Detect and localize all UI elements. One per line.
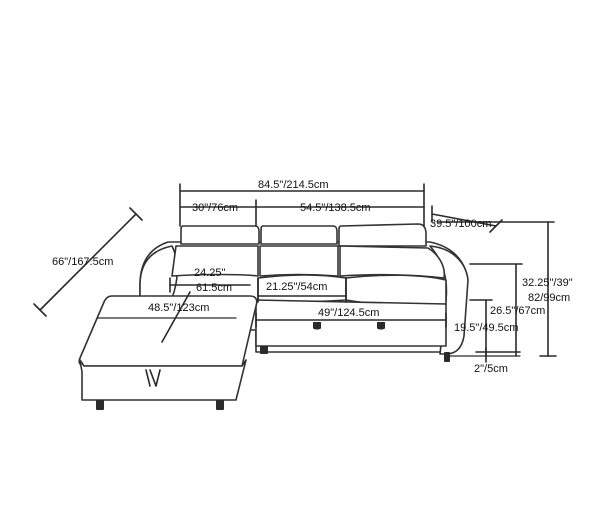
label-chaise-length: 66"/167.5cm: [52, 256, 113, 268]
dimension-labels: 84.5"/214.5cm 30"/76cm 54.5"/138.5cm 39.…: [52, 179, 573, 375]
dimension-lines: [33, 183, 557, 363]
label-arm-height: 26.5"/67cm: [490, 305, 545, 317]
label-leg-height: 2"/5cm: [474, 363, 508, 375]
leg-front-left: [96, 400, 104, 410]
label-chaise-seat-depth-cm: 61.5cm: [196, 282, 232, 294]
left-arm: [139, 245, 179, 301]
leg-right: [444, 352, 450, 362]
back-cushion-middle: [259, 245, 339, 277]
front-rail: [255, 299, 447, 347]
back-cushion-right: [339, 245, 446, 279]
label-chaise-seat-depth-in: 24.25": [194, 267, 226, 279]
label-total-width: 84.5"/214.5cm: [258, 179, 329, 191]
headrest-left: [180, 225, 260, 245]
chaise-base: [79, 359, 247, 401]
label-section-b-width: 54.5"/138.5cm: [300, 202, 371, 214]
front-rail-handle-left: [313, 322, 321, 330]
label-section-a-width: 30"/76cm: [192, 202, 238, 214]
front-rail-handle-right: [377, 322, 385, 330]
label-chaise-width: 48.5"/123cm: [148, 302, 209, 314]
leg-front-right: [216, 400, 224, 410]
chaise-storage-bracket: [145, 369, 161, 387]
label-seat-width: 49"/124.5cm: [318, 307, 379, 319]
label-total-height-in: 32.25"/39": [522, 277, 573, 289]
label-seat-depth: 21.25"/54cm: [266, 281, 327, 293]
headrest-middle: [260, 225, 338, 245]
label-seat-height: 19.5"/49.5cm: [454, 322, 518, 334]
label-headrest-depth: 39.5"/100cm: [430, 218, 491, 230]
label-total-height-cm: 82/99cm: [528, 292, 570, 304]
sofa-outline: [78, 223, 469, 410]
headrest-right: [338, 223, 427, 247]
leg-middle: [260, 346, 268, 354]
back-cushion-left: [171, 245, 259, 277]
seat-cushion-right: [345, 274, 447, 306]
